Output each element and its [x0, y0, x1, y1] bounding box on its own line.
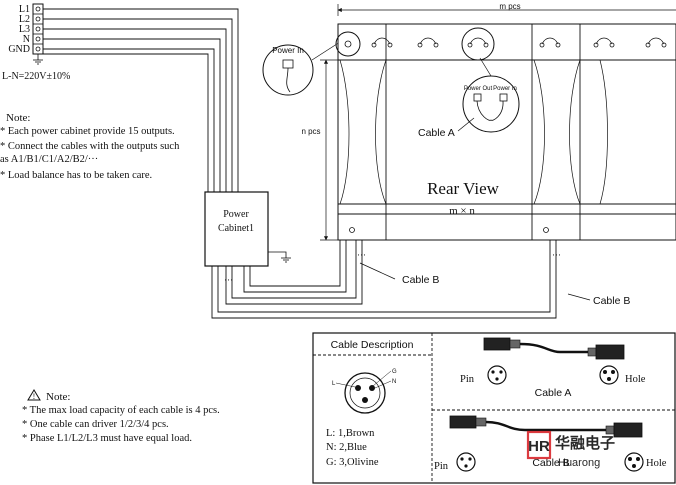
cable-a-port-highlight — [461, 27, 495, 61]
huarong-watermark: HR 华融电子 Huarong — [526, 430, 615, 469]
power-note-line-1: * Each power cabinet provide 15 outputs. — [0, 126, 175, 137]
cable-a-type-label: Cable A — [535, 387, 572, 399]
cable-a-hole-label: Hole — [625, 374, 646, 385]
socket-pin-n: N — [392, 379, 396, 385]
output-cables — [211, 236, 557, 319]
huarong-logo-icon: HR — [526, 430, 552, 460]
svg-text:HR: HR — [528, 438, 550, 455]
cable-b-type-label: Cable B — [532, 457, 569, 469]
power-note: Note: * Each power cabinet provide 15 ou… — [0, 112, 180, 181]
power-note-line-2: * Connect the cables with the outputs su… — [0, 141, 180, 152]
socket-pin-l: L — [332, 381, 336, 387]
cable-a-label: Cable A — [418, 127, 455, 139]
watermark-chinese: 华融电子 — [555, 434, 615, 452]
load-note: ! Note: * The max load capacity of each … — [22, 389, 220, 444]
warning-icon-mark: ! — [33, 392, 36, 401]
voltage-spec: L-N=220V±10% — [2, 71, 70, 82]
load-note-title: Note: — [46, 391, 70, 403]
cable-b-callouts: Cable B Cable B — [359, 262, 630, 307]
cable-b-label-2: Cable B — [593, 295, 630, 307]
height-dimension-label: n pcs — [301, 127, 320, 136]
input-cables — [43, 8, 239, 192]
power-out-magnifier: Power Out Power In — [462, 57, 520, 133]
load-note-line-3: * Phase L1/L2/L3 must have equal load. — [22, 433, 192, 444]
cable-b-hole-label: Hole — [646, 458, 667, 469]
terminal-label-gnd: GND — [8, 44, 30, 55]
power-note-title: Note: — [6, 112, 30, 124]
load-note-line-2: * One cable can driver 1/2/3/4 pcs. — [22, 419, 169, 430]
led-panel-array: m pcs n pcs — [301, 2, 676, 241]
wire-legend-g: G: 3,Olivine — [326, 457, 379, 468]
ellipsis-2: ··· — [357, 250, 366, 260]
power-note-line-4: * Load balance has to be taken care. — [0, 170, 152, 181]
ellipsis-3: ··· — [552, 250, 561, 260]
ellipsis-1: ··· — [224, 275, 233, 285]
watermark-latin: Huarong — [558, 457, 600, 469]
power-out-label: Power Out — [464, 86, 493, 92]
power-in-label: Power In — [272, 46, 304, 55]
power-note-line-3: as A1/B1/C1/A2/B2/··· — [0, 154, 98, 165]
terminal-label-l1: L1 — [19, 4, 30, 15]
power-in-magnifier: Power In — [262, 41, 341, 96]
cabinet-label-2: Cabinet1 — [218, 223, 254, 234]
wire-legend-l: L: 1,Brown — [326, 428, 375, 439]
cable-b-label: Cable B — [402, 274, 439, 286]
cable-description-box: Cable Description L G N L: 1,Brown N: 2,… — [312, 332, 676, 484]
cable-b-pin-label: Pin — [434, 461, 449, 472]
cable-a-pin-label: Pin — [460, 374, 475, 385]
cabinet-label-1: Power — [223, 209, 249, 220]
warning-icon — [27, 389, 41, 401]
load-note-line-1: * The max load capacity of each cable is… — [22, 405, 220, 416]
power-cabinet: Power Cabinet1 — [204, 191, 291, 267]
rear-view-title: Rear View — [427, 179, 500, 198]
wire-legend-n: N: 2,Blue — [326, 442, 367, 453]
terminal-label-l2: L2 — [19, 14, 30, 25]
cable-b-drawing: Pin Cable B Hole — [434, 415, 667, 472]
cable-a-drawing: Pin Cable A Hole — [460, 337, 646, 399]
socket-face: L G N — [332, 369, 397, 414]
terminal-label-n: N — [23, 34, 30, 45]
rear-view-subtitle: m × n — [449, 205, 475, 217]
width-dimension-label: m pcs — [499, 2, 520, 11]
power-in-small-label: Power In — [493, 86, 517, 92]
socket-pin-g: G — [392, 369, 397, 375]
cable-description-title: Cable Description — [331, 339, 414, 351]
terminal-label-l3: L3 — [19, 24, 30, 35]
terminal-block: L1 L2 L3 N GND — [8, 3, 44, 65]
power-in-port-highlight — [335, 31, 361, 57]
top-connectors — [371, 37, 667, 48]
